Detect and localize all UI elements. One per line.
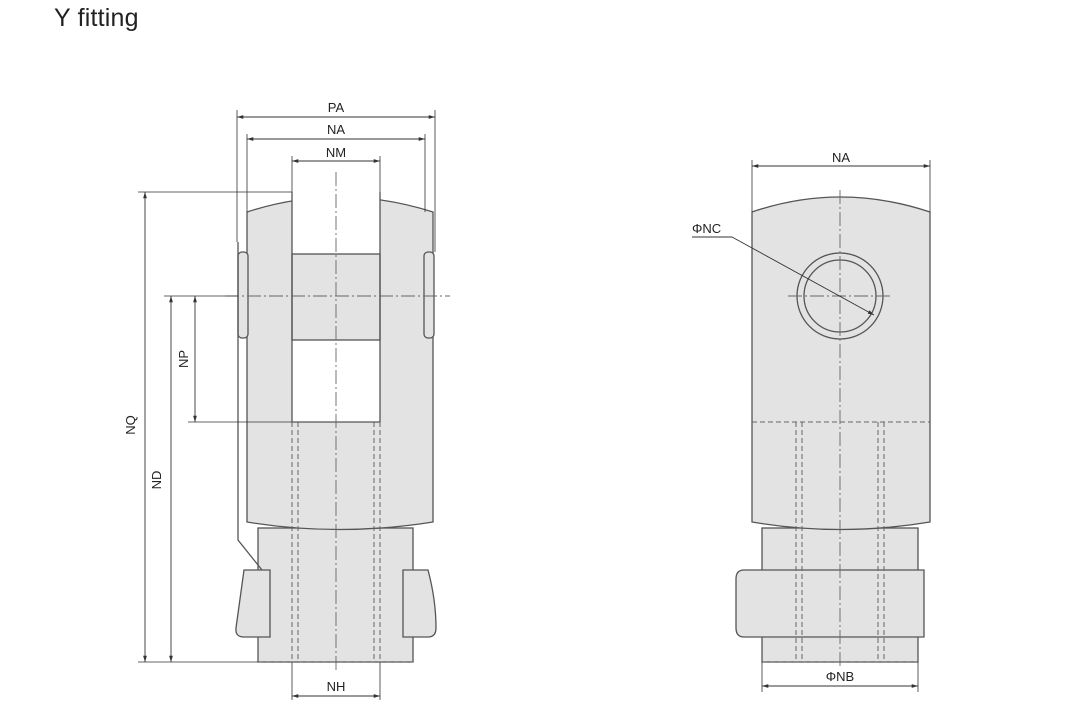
lock-nut-right <box>402 569 437 638</box>
pin-cap-right <box>423 251 435 339</box>
pin-cap-left <box>237 251 249 339</box>
side-view <box>225 162 450 670</box>
lock-nut-left <box>235 569 271 638</box>
front-view-dimensions: NA ΦNC ΦNB <box>692 150 931 692</box>
dim-label-na-side: NA <box>327 122 345 137</box>
dim-label-nh: NH <box>327 679 346 694</box>
dim-label-pa: PA <box>328 100 345 115</box>
front-fork-body <box>751 196 931 531</box>
retaining-clip <box>237 242 263 571</box>
front-view <box>735 190 931 668</box>
dim-label-nq: NQ <box>123 415 138 435</box>
threaded-shank <box>257 527 414 663</box>
dim-label-nm: NM <box>326 145 346 160</box>
dim-label-nc: ΦNC <box>692 221 721 236</box>
side-view-dimensions: PA NA NM NQ ND NP NH <box>123 100 436 700</box>
front-lock-nut <box>735 569 925 638</box>
dim-label-nd: ND <box>149 471 164 490</box>
dim-label-na-front: NA <box>832 150 850 165</box>
dim-label-nb: ΦNB <box>826 669 854 684</box>
dim-label-np: NP <box>176 350 191 368</box>
page-title: Y fitting <box>54 4 139 32</box>
